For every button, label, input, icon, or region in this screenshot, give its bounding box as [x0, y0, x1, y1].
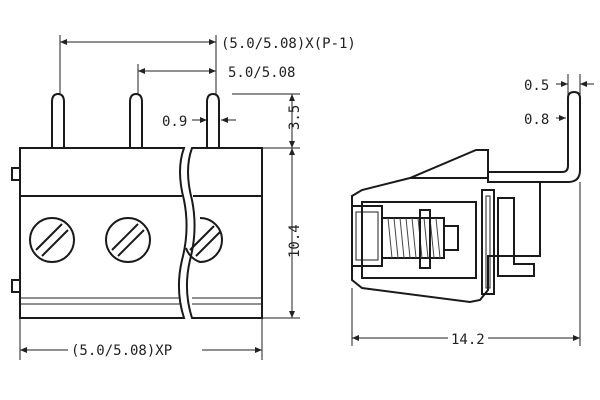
pitch-dimension: 5.0/5.08 [137, 64, 295, 95]
pin-offset-side-label: 0.8 [524, 112, 549, 128]
body-height-label: 10.4 [287, 224, 303, 258]
side-section-view: 0.5 0.8 [351, 74, 594, 348]
pin-width-dimension: 0.9 [162, 114, 236, 130]
pin [51, 92, 65, 148]
pin-offset-top-label: 0.5 [524, 78, 549, 94]
pin [206, 92, 220, 148]
pin-height-label: 3.5 [287, 105, 303, 130]
screw [185, 217, 223, 264]
pin-offset-top-dimension: 0.5 [524, 74, 594, 96]
overall-width-label: (5.0/5.08)XP [71, 343, 172, 359]
front-view: (5.0/5.08)X(P-1) 5.0/5.08 0.9 [11, 35, 356, 360]
body-height-dimension: 10.4 [262, 147, 303, 319]
pin [129, 92, 143, 148]
pin-offset-side-dimension: 0.8 [524, 112, 566, 128]
side-screw [351, 205, 459, 269]
screw [29, 217, 75, 263]
pin-width-label: 0.9 [162, 114, 187, 130]
front-body [11, 147, 263, 319]
side-housing [351, 149, 541, 304]
depth-dimension: 14.2 [352, 328, 580, 348]
side-pin [487, 90, 581, 183]
pitch-total-label: (5.0/5.08)X(P-1) [221, 36, 356, 52]
pitch-label: 5.0/5.08 [228, 65, 295, 81]
pin-height-dimension: 3.5 [232, 93, 303, 148]
overall-width-dimension: (5.0/5.08)XP [19, 318, 263, 360]
depth-label: 14.2 [451, 332, 485, 348]
screw [105, 217, 151, 263]
pitch-total-dimension: (5.0/5.08)X(P-1) [59, 35, 356, 95]
